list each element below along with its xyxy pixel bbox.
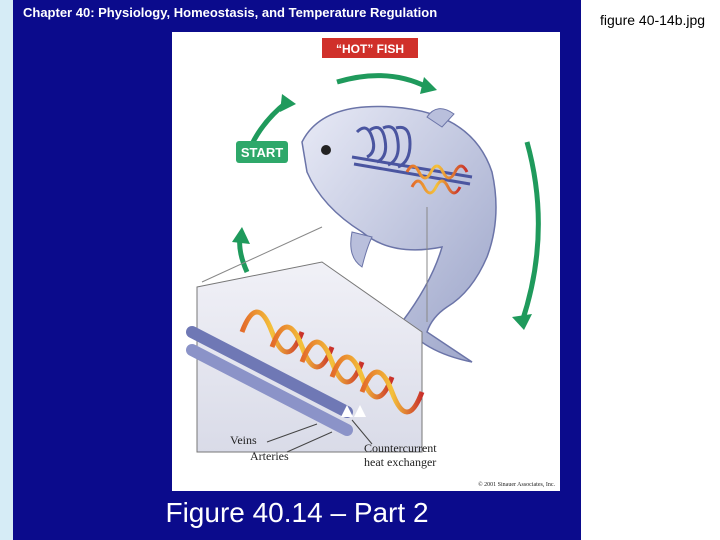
figure-caption: Figure 40.14 – Part 2: [13, 497, 581, 529]
top-arrow-head: [420, 77, 437, 94]
arteries-label: Arteries: [250, 449, 289, 463]
slide-title: Chapter 40: Physiology, Homeostasis, and…: [23, 5, 437, 20]
right-arrow: [522, 142, 538, 322]
right-arrow-head: [512, 314, 532, 330]
exchanger-label-line2: heat exchanger: [364, 455, 436, 469]
hot-fish-diagram: “HOT” FISH START: [172, 32, 560, 491]
fish-eye: [321, 145, 331, 155]
top-arrow: [337, 76, 427, 87]
veins-label: Veins: [230, 433, 257, 447]
left-border-strip: [0, 0, 13, 540]
start-label: START: [241, 145, 283, 160]
left-top-arrow-head: [280, 94, 296, 112]
slide: Chapter 40: Physiology, Homeostasis, and…: [13, 0, 581, 540]
fish-fin: [351, 232, 372, 267]
file-name: figure 40-14b.jpg: [600, 12, 705, 28]
hot-fish-heading: “HOT” FISH: [336, 42, 404, 56]
left-bottom-arrow-head: [232, 227, 250, 244]
figure-image: “HOT” FISH START: [172, 32, 560, 491]
exchanger-label-line1: Countercurrent: [364, 441, 437, 455]
copyright: © 2001 Sinauer Associates, Inc.: [478, 481, 555, 488]
